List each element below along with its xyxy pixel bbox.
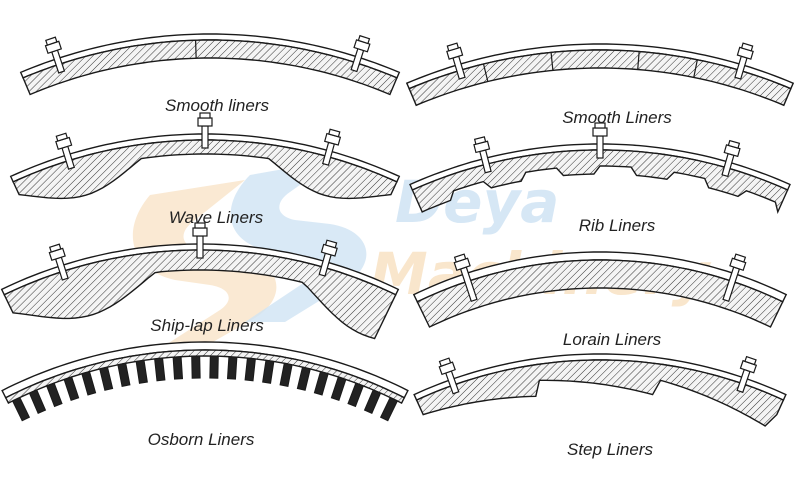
osborn-tooth-0 [11, 396, 31, 422]
osborn-tooth-10 [191, 355, 201, 379]
osborn-tooth-6 [117, 362, 131, 387]
caption-smooth-liners-right: Smooth Liners [562, 108, 672, 127]
osborn-tooth-14 [262, 359, 275, 384]
caption-smooth-liners-left: Smooth liners [165, 96, 269, 115]
smooth-right-joint-0 [482, 63, 489, 82]
shiplap-liner [3, 249, 397, 340]
osborn-tooth-16 [296, 366, 311, 391]
caption-lorain-liners: Lorain Liners [562, 330, 662, 349]
osborn-tooth-21 [379, 396, 399, 422]
osborn-tooth-4 [81, 370, 97, 396]
smooth-left-bolt-1 [44, 36, 66, 74]
lorain-bolt-2 [722, 253, 747, 302]
rib-bolt-2 [592, 122, 608, 159]
osborn-tooth-18 [330, 376, 347, 401]
rib-bolt-3 [721, 139, 741, 178]
smooth-left-bolt-2 [350, 34, 371, 73]
osborn-tooth-15 [279, 362, 293, 387]
step-bolt-2 [736, 355, 758, 394]
lorain-liner [416, 259, 784, 328]
caption-wave-liners: Wave Liners [168, 208, 264, 227]
osborn-tooth-20 [363, 389, 382, 414]
rib-liner [411, 149, 789, 215]
caption-osborn-liners: Osborn Liners [147, 430, 255, 449]
wave-bolt-3 [321, 128, 342, 166]
wave-liner [12, 139, 398, 200]
rib-bolt-1 [473, 136, 492, 174]
step-bolt-1 [438, 357, 460, 395]
lorain-bolt-1 [453, 253, 478, 302]
osborn-tooth-19 [347, 382, 364, 408]
smooth-right-liner [408, 49, 792, 107]
osborn-tooth-8 [154, 357, 166, 382]
shiplap-bolt-3 [318, 239, 338, 277]
caption-ship-lap-liners: Ship-lap Liners [150, 316, 264, 335]
caption-step-liners: Step Liners [567, 440, 653, 459]
osborn-band [4, 349, 406, 405]
osborn-tooth-5 [99, 366, 114, 391]
smooth-left-liner [22, 39, 398, 96]
shiplap-bolt-1 [48, 243, 69, 281]
wave-bolt-2 [197, 112, 213, 149]
smooth-right-joint-3 [693, 59, 698, 78]
osborn-tooth-17 [313, 370, 329, 396]
smooth-right-joint-2 [637, 51, 640, 70]
smooth-right-bolt-1 [446, 42, 466, 80]
osborn-tooth-2 [46, 382, 63, 408]
osborn-tooth-7 [135, 359, 148, 384]
step-liner [415, 359, 785, 427]
caption-rib-liners: Rib Liners [578, 216, 656, 235]
osborn-tooth-1 [28, 389, 47, 414]
smooth-right-bolt-2 [734, 42, 754, 80]
osborn-tooth-12 [226, 356, 238, 380]
osborn-tooth-3 [63, 376, 80, 401]
smooth-left-joint [195, 40, 197, 59]
osborn-tooth-9 [172, 356, 184, 380]
smooth-right-joint-1 [550, 52, 554, 71]
shiplap-bolt-2 [192, 222, 208, 259]
osborn-tooth-13 [244, 357, 256, 382]
wave-bolt-1 [55, 132, 76, 170]
osborn-tooth-11 [209, 355, 219, 379]
